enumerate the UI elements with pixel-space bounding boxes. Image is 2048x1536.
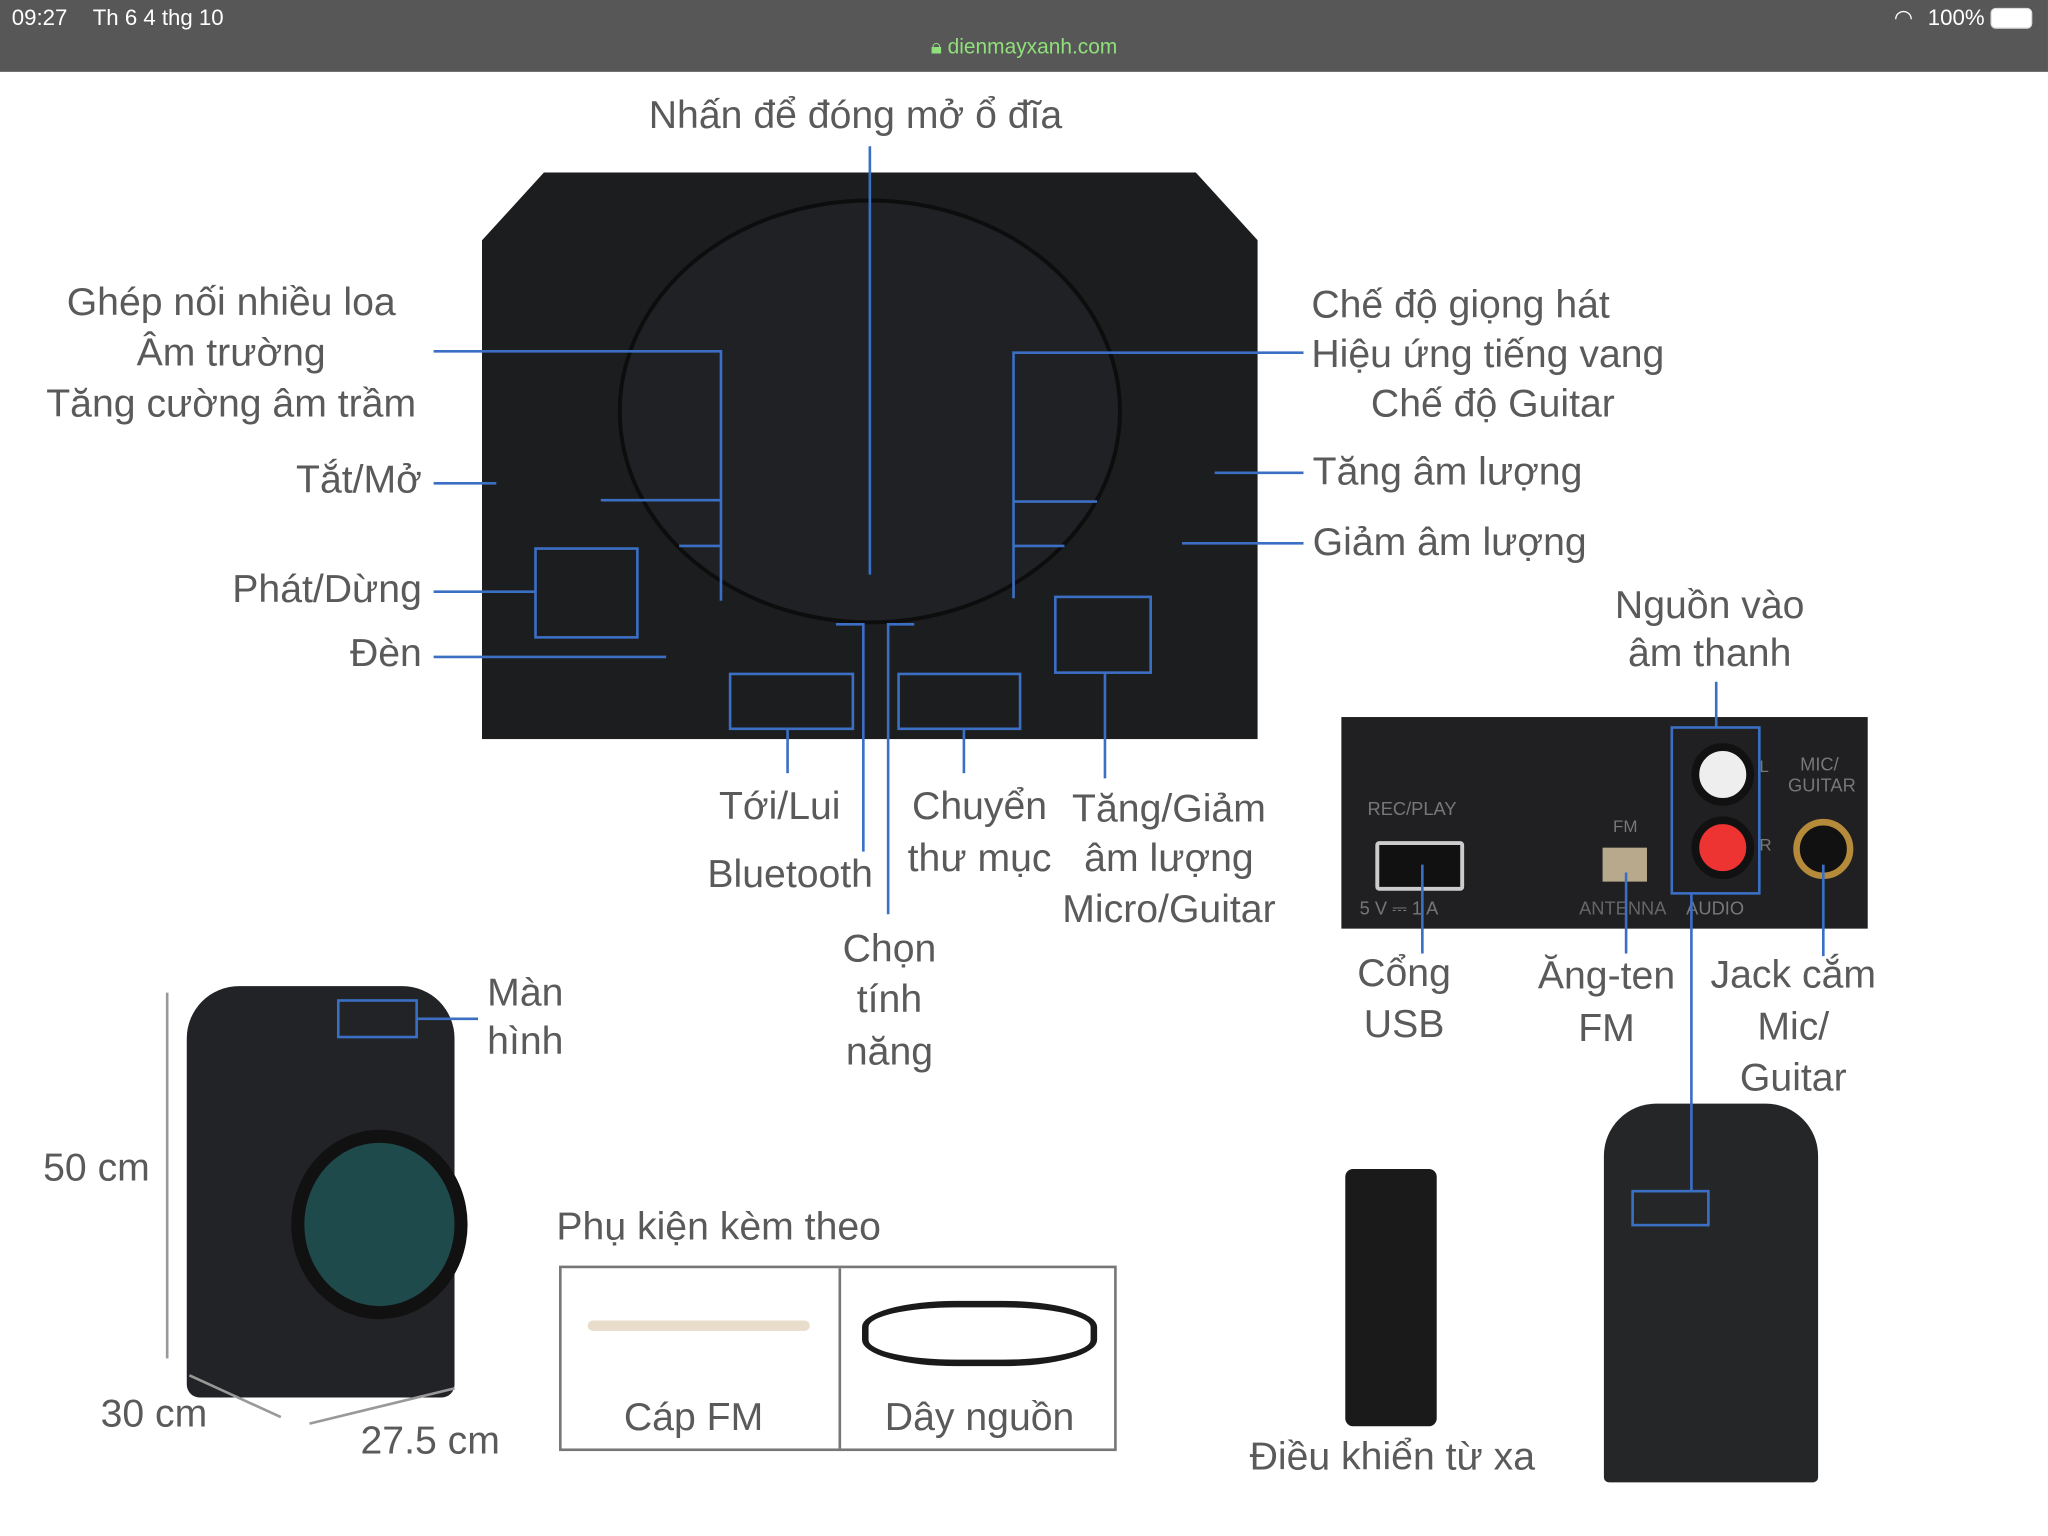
screen-label-2: hình (487, 1020, 564, 1064)
light-label: Đèn (349, 632, 422, 676)
power-label: Tắt/Mở (296, 458, 422, 502)
guitar-mode-label: Chế độ Guitar (1370, 382, 1615, 426)
volume-down-label: Giảm âm lượng (1312, 521, 1587, 565)
usb-port (1375, 841, 1465, 891)
url-text: dienmayxanh.com (947, 36, 1118, 59)
mic-volume-label-3: Micro/Guitar (1062, 888, 1276, 932)
power-cord-image (862, 1300, 1098, 1367)
mic-volume-label-1: Tăng/Giảm (1072, 787, 1266, 831)
audio-in-label-2: âm thanh (1627, 632, 1792, 676)
folder-label-1: Chuyển (912, 784, 1048, 829)
rec-play-print: REC/PLAY (1367, 798, 1457, 819)
remote-image (1345, 1168, 1437, 1427)
back-panel-image: REC/PLAY 5 V ⎓ 1 A FM ANTENNA AUDIO L R … (1341, 717, 1868, 929)
width-label: 27.5 cm (360, 1419, 500, 1463)
audio-print: AUDIO (1686, 897, 1745, 919)
mic-jack-label-2: Mic/ (1757, 1005, 1830, 1049)
fm-label-1: Ăng-ten (1537, 954, 1676, 998)
fm-cable-label: Cáp FM (623, 1396, 764, 1440)
function-label-3: năng (845, 1030, 934, 1074)
echo-label: Hiệu ứng tiếng vang (1311, 333, 1665, 377)
url-bar[interactable]: 🔒︎ dienmayxanh.com (0, 37, 2048, 61)
function-label-1: Chọn (842, 927, 937, 971)
fm-print: FM (1613, 816, 1638, 836)
speaker-back-image (1603, 1103, 1819, 1483)
accessories-title: Phụ kiện kèm theo (556, 1205, 881, 1249)
screen-label-1: Màn (487, 971, 564, 1015)
r-print: R (1759, 834, 1772, 855)
audio-in-label-1: Nguồn vào (1614, 583, 1805, 627)
date: Th 6 4 thg 10 (92, 5, 224, 31)
function-label-2: tính (856, 978, 923, 1022)
battery-level: 100% (1927, 5, 1985, 31)
mic-print: MIC/ GUITAR (1788, 753, 1856, 796)
usb-label-1: Cổng (1357, 952, 1451, 996)
l-print: L (1759, 756, 1769, 776)
mic-volume-label-2: âm lượng (1084, 837, 1254, 881)
mic-jack-label-1: Jack cắm (1710, 953, 1877, 997)
antenna-print: ANTENNA (1579, 897, 1667, 919)
audio-r-jack (1691, 816, 1755, 880)
clock: 09:27 (11, 5, 68, 31)
usb-label-2: USB (1363, 1003, 1445, 1047)
bass-boost-label: Tăng cường âm trầm (46, 382, 417, 426)
usb-rating-print: 5 V ⎓ 1 A (1359, 897, 1439, 919)
remote-label: Điều khiển từ xa (1249, 1435, 1536, 1479)
wifi-icon: ◠ (1893, 5, 1914, 31)
disc-eject-label: Nhấn để đóng mở ổ đĩa (648, 94, 1063, 138)
multi-speaker-label: Ghép nối nhiều loa (66, 280, 396, 324)
audio-l-jack (1691, 743, 1755, 806)
height-label: 50 cm (43, 1146, 150, 1190)
fm-label-2: FM (1578, 1007, 1635, 1051)
power-cord-label: Dây nguồn (884, 1396, 1075, 1440)
depth-label: 30 cm (100, 1392, 208, 1436)
folder-label-2: thư mục (907, 837, 1052, 881)
battery-icon (1990, 7, 2033, 29)
divider (838, 1268, 842, 1449)
bluetooth-label: Bluetooth (707, 852, 873, 896)
skip-label: Tới/Lui (718, 784, 841, 829)
vocal-mode-label: Chế độ giọng hát (1311, 283, 1610, 327)
play-pause-label: Phát/Dừng (232, 568, 422, 612)
sound-field-label: Âm trường (136, 331, 326, 375)
mic-jack-label-3: Guitar (1739, 1056, 1847, 1100)
volume-up-label: Tăng âm lượng (1312, 450, 1583, 494)
fm-cable-image (587, 1320, 810, 1331)
status-bar: 09:27 Th 6 4 thg 10 ◠ 100% 🔒︎ dienmayxan… (0, 0, 2048, 72)
lock-icon: 🔒︎ (930, 36, 942, 59)
accessories-box: Cáp FM Dây nguồn (559, 1265, 1117, 1452)
speaker-front-image (186, 986, 468, 1398)
